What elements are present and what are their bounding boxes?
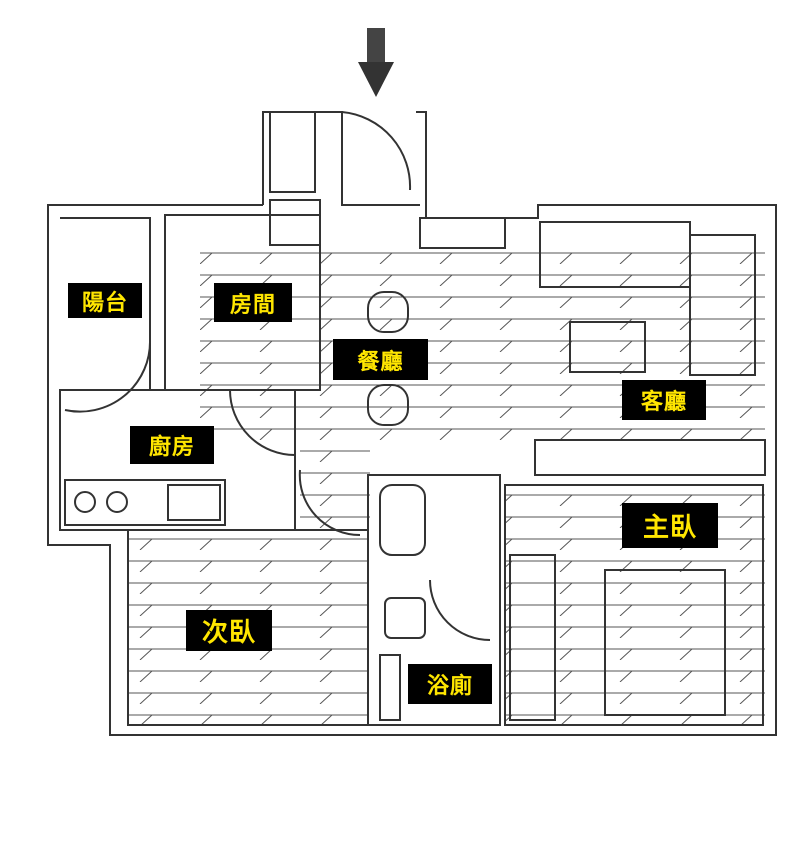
room-label-living: 客廳 — [622, 380, 706, 420]
entrance-arrow-icon — [358, 28, 394, 97]
room-label-balcony: 陽台 — [68, 283, 142, 318]
walls — [47, 111, 777, 736]
room-label-bathroom: 浴廁 — [408, 664, 492, 704]
room-label-second-bedroom: 次臥 — [186, 610, 272, 651]
room-label-kitchen: 廚房 — [130, 426, 214, 464]
room-label-master-bedroom: 主臥 — [622, 503, 718, 548]
room-label-dining: 餐廳 — [333, 339, 428, 380]
room-label-room: 房間 — [214, 283, 292, 322]
